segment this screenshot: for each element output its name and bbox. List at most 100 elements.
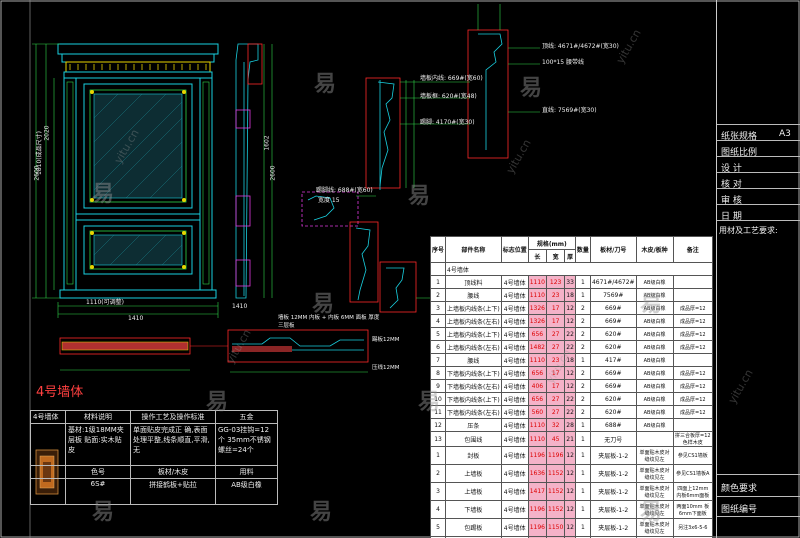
spec-cell: 6S# xyxy=(65,478,131,505)
table-cell: 1196 xyxy=(545,446,566,465)
watermark: 易 xyxy=(640,292,663,317)
table-cell: 669# xyxy=(589,301,637,315)
tb-label: 图纸编号 xyxy=(721,505,758,515)
table-cell: 1110 xyxy=(527,275,548,289)
table-cell: 1 xyxy=(574,353,591,367)
table-cell: 406 xyxy=(527,379,548,393)
table-cell: 压条 xyxy=(445,418,502,432)
bill-header: 木皮/板种 xyxy=(635,236,674,263)
table-cell: 成品厚=12 xyxy=(672,405,714,419)
bill-header: 标志位置 xyxy=(500,236,529,263)
tb-row-scale: 图纸比例 xyxy=(717,140,800,158)
table-cell: 669# xyxy=(589,366,637,380)
table-cell: 参见CS1墙板 xyxy=(672,446,714,465)
table-cell: 4号墙体 xyxy=(500,340,529,354)
table-cell: 下墙板内线条(上下) xyxy=(445,366,502,380)
table-cell: 17 xyxy=(545,314,566,328)
table-cell: 1 xyxy=(574,482,591,501)
title-block: 纸张规格 A3 图纸比例 设 计 核 对 审 核 日 期 用材及工艺要求: 颜色… xyxy=(716,0,800,538)
table-cell: 5 xyxy=(429,518,447,537)
table-cell: 2 xyxy=(574,405,591,419)
spec-cell: 用料 xyxy=(215,465,278,479)
table-cell: 1196 xyxy=(527,446,548,465)
table-cell: 4号墙体 xyxy=(500,518,529,537)
tb-row-material: 用材及工艺要求: xyxy=(717,220,800,475)
bill-header: 序号 xyxy=(429,236,447,263)
table-cell: 33 xyxy=(564,275,576,289)
table-cell: 成品厚=12 xyxy=(672,340,714,354)
table-cell: 1636 xyxy=(527,464,548,483)
table-cell: 417# xyxy=(589,353,637,367)
table-cell: 腰线 xyxy=(445,288,502,302)
tb-label: 审 核 xyxy=(721,196,742,206)
table-cell: 12 xyxy=(564,301,576,315)
spec-cell: AB级白橡 xyxy=(215,478,278,505)
table-cell: 22 xyxy=(564,392,576,406)
table-cell: 4671#/4672# xyxy=(589,275,637,289)
watermark: 易 xyxy=(92,500,115,525)
table-cell: 夹层板-1-2 xyxy=(589,500,637,519)
table-cell: 1482 xyxy=(527,340,548,354)
watermark: 易 xyxy=(408,184,431,209)
table-cell: 4号墙体 xyxy=(500,446,529,465)
table-cell: 11 xyxy=(429,405,447,419)
table-cell: 27 xyxy=(545,340,566,354)
tb-row-design: 设 计 xyxy=(717,156,800,174)
table-cell: 四面上12mm 内板6mm面板 xyxy=(672,482,714,501)
table-cell: 12 xyxy=(564,446,576,465)
table-cell: 620# xyxy=(589,405,637,419)
bill-section: 4号墙体 xyxy=(445,262,713,276)
table-cell: 上墙板内线条(左右) xyxy=(445,314,502,328)
table-cell: 4号墙体 xyxy=(500,418,529,432)
table-cell: 1150 xyxy=(545,518,566,537)
table-cell: 12 xyxy=(429,418,447,432)
table-cell: AB级白橡 xyxy=(635,392,674,406)
table-cell: AB级白橡 xyxy=(635,366,674,380)
table-cell: 1110 xyxy=(527,288,548,302)
spec-cell xyxy=(30,478,66,505)
table-cell: 18 xyxy=(564,288,576,302)
table-cell: AB级白橡 xyxy=(635,418,674,432)
table-cell: 3 xyxy=(429,482,447,501)
table-cell: 4号墙体 xyxy=(500,379,529,393)
table-cell: 32 xyxy=(545,418,566,432)
table-cell: 2 xyxy=(574,379,591,393)
table-cell: 成品厚=12 xyxy=(672,301,714,315)
table-cell: 2 xyxy=(574,340,591,354)
table-cell: 夹层板-1-2 xyxy=(589,464,637,483)
dim-finished-height: 1810(成品尺寸) xyxy=(35,131,43,175)
table-cell: 腰线 xyxy=(445,353,502,367)
spec-cell: 材料说明 xyxy=(65,410,131,424)
table-cell: 669# xyxy=(589,379,637,393)
table-cell: 7569# xyxy=(589,288,637,302)
table-cell: 4号墙体 xyxy=(500,353,529,367)
dim-overall-width: 1410 xyxy=(128,315,144,322)
dim-side-upper: 1602 xyxy=(263,135,271,151)
table-cell: 成品厚=12 xyxy=(672,379,714,393)
callout-inner-line: 墙板内线: 669#(宽60) xyxy=(420,75,483,82)
table-cell: 8 xyxy=(429,366,447,380)
dim-side-width: 1410 xyxy=(232,303,248,310)
dim-side-height: 2600 xyxy=(269,165,277,181)
table-cell: 12 xyxy=(564,314,576,328)
table-cell: 23 xyxy=(545,288,566,302)
table-cell: 上墙板 xyxy=(445,482,502,501)
spec-cell: 拼接鹤板+贴拉 xyxy=(130,478,216,505)
table-cell: 23 xyxy=(545,353,566,367)
table-cell: 4 xyxy=(429,500,447,519)
spec-cell: 板材/木皮 xyxy=(130,465,216,479)
callout-kick-board: 踢板12MM xyxy=(372,337,400,343)
table-cell: 27 xyxy=(545,327,566,341)
table-cell: 1152 xyxy=(545,464,566,483)
callout-width: 宽度 15 xyxy=(318,197,340,204)
table-cell: 单面贴木皮对 缝纹见左 xyxy=(635,464,674,483)
tb-row-check: 核 对 xyxy=(717,172,800,190)
table-cell: 1196 xyxy=(527,500,548,519)
table-cell: 13 xyxy=(429,431,447,447)
table-cell: 2 xyxy=(429,464,447,483)
